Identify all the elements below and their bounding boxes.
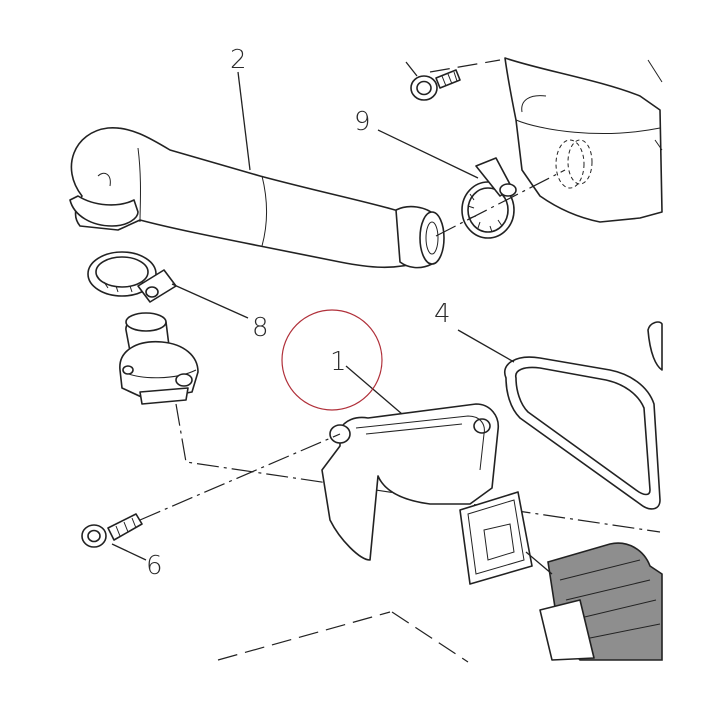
breather-hose bbox=[69, 71, 445, 269]
callout-4: 4 bbox=[434, 299, 451, 329]
callout-2: 2 bbox=[230, 45, 247, 75]
callout-9: 9 bbox=[354, 107, 371, 137]
callout-8: 8 bbox=[252, 313, 269, 343]
breather-spigot-fitting bbox=[119, 312, 661, 533]
reference-dashed-line-left bbox=[217, 611, 391, 661]
callout-6: 6 bbox=[146, 551, 163, 581]
throttle-body bbox=[525, 542, 663, 661]
hose-clamp-8 bbox=[87, 251, 249, 319]
top-screw bbox=[405, 61, 461, 101]
reference-dashed-line-right bbox=[391, 611, 469, 663]
reference-dashed-line-top bbox=[429, 59, 501, 73]
hose-clamp-9 bbox=[377, 129, 566, 239]
inlet-duct bbox=[139, 365, 533, 585]
callout-1: 1 bbox=[330, 347, 347, 377]
airbox-housing bbox=[504, 57, 663, 223]
gasket bbox=[457, 321, 663, 510]
bolt-6 bbox=[81, 513, 147, 561]
callout-1-highlight-circle bbox=[281, 309, 383, 411]
